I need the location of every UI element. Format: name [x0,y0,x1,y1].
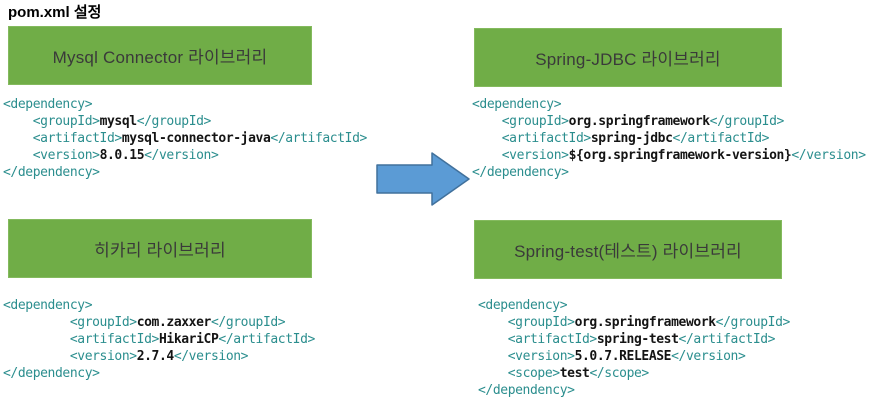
header-box-mysql-connector: Mysql Connector 라이브러리 [8,26,312,85]
code-block-mysql-dependency: <dependency> <groupId>mysql</groupId> <a… [3,97,367,180]
code-block-spring-test-dependency: <dependency> <groupId>org.springframewor… [478,298,790,398]
header-label-spring-jdbc: Spring-JDBC 라이브러리 [535,50,721,69]
code-block-spring-jdbc-dependency: <dependency> <groupId>org.springframewor… [472,97,866,180]
right-arrow-icon [376,152,470,206]
code-block-hikari-dependency: <dependency> <groupId>com.zaxxer</groupI… [3,298,315,381]
header-box-spring-jdbc: Spring-JDBC 라이브러리 [474,28,782,87]
header-label-spring-test: Spring-test(테스트) 라이브러리 [514,242,742,261]
header-label-hikari: 히카리 라이브러리 [94,241,226,260]
header-box-hikari: 히카리 라이브러리 [8,219,312,278]
page-title: pom.xml 설정 [8,4,102,21]
header-box-spring-test: Spring-test(테스트) 라이브러리 [474,220,782,279]
header-label-mysql-connector: Mysql Connector 라이브러리 [52,48,268,67]
